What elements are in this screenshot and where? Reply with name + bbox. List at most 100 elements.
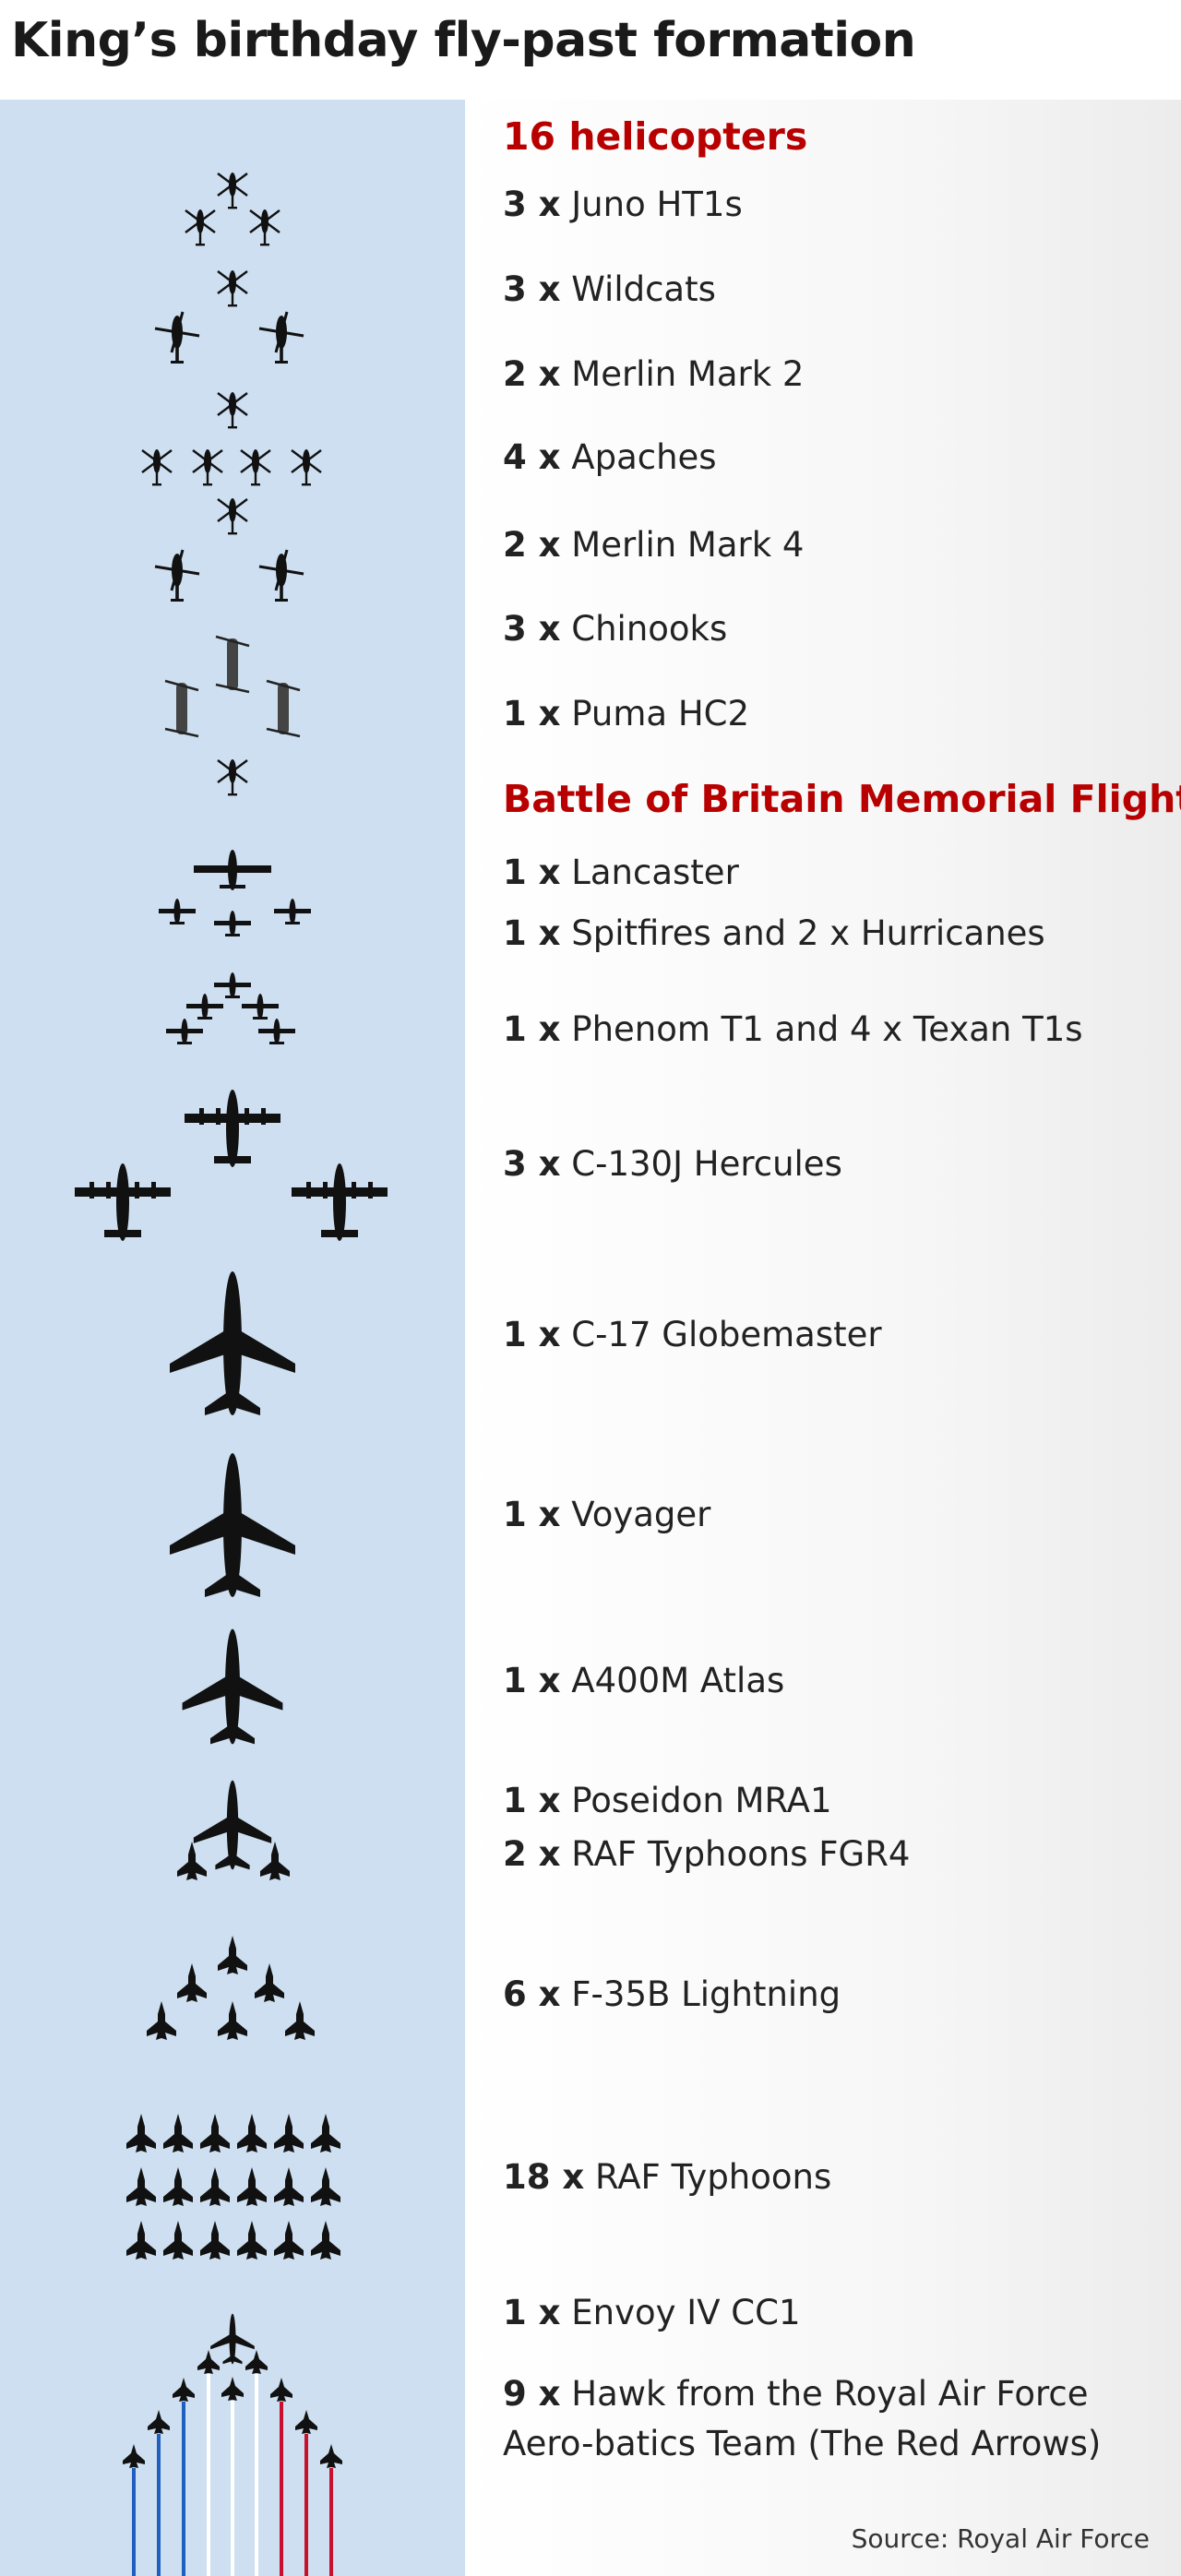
list-item: 3 x Juno HT1s xyxy=(503,183,743,227)
item-name: Lancaster xyxy=(571,853,739,892)
jet-airliner-icon xyxy=(170,1271,295,1415)
list-item: 1 x A400M Atlas xyxy=(503,1659,784,1703)
list-item: 1 x Poseidon MRA1 xyxy=(503,1779,832,1823)
jet-airliner-icon xyxy=(210,2313,255,2365)
item-count: 18 x xyxy=(503,2157,585,2197)
item-name: RAF Typhoons xyxy=(595,2157,832,2197)
jet-airliner-icon xyxy=(193,1780,272,1870)
item-count: 6 x xyxy=(503,1974,561,2014)
item-name: C-130J Hercules xyxy=(571,1144,842,1184)
item-name: Puma HC2 xyxy=(571,694,750,733)
list-item: 9 x Hawk from the Royal Air Force Aero-b… xyxy=(503,2369,1149,2468)
item-count: 2 x xyxy=(503,525,561,565)
helicopter-icon xyxy=(216,171,249,210)
chinook-icon xyxy=(163,679,200,738)
helicopter-icon xyxy=(290,447,323,487)
propeller-plane-icon xyxy=(274,899,311,924)
propeller-plane-icon xyxy=(159,899,196,924)
helicopter-icon xyxy=(140,447,173,487)
item-name: Spitfires and 2 x Hurricanes xyxy=(571,913,1045,953)
propeller-plane-icon xyxy=(242,994,279,1020)
item-name: Poseidon MRA1 xyxy=(571,1781,832,1820)
list-item: 1 x Envoy IV CC1 xyxy=(503,2291,800,2335)
list-item: 18 x RAF Typhoons xyxy=(503,2155,831,2200)
list-item: 3 x Chinooks xyxy=(503,607,727,651)
item-name: Chinooks xyxy=(571,609,728,649)
fighter-jet-icon xyxy=(285,2001,315,2040)
list-item: 1 x Phenom T1 and 4 x Texan T1s xyxy=(503,1008,1083,1052)
list-item: 2 x RAF Typhoons FGR4 xyxy=(503,1832,910,1877)
propeller-plane-icon xyxy=(185,1090,280,1167)
typhoon-grid xyxy=(126,2114,340,2260)
list-item: 2 x Merlin Mark 2 xyxy=(503,352,804,397)
item-count: 1 x xyxy=(503,913,561,953)
chinook-icon xyxy=(214,635,251,694)
helicopter-icon xyxy=(153,548,201,603)
item-name: Voyager xyxy=(571,1495,711,1534)
list-item: 1 x Lancaster xyxy=(503,851,739,895)
jet-airliner-icon xyxy=(170,1453,295,1597)
fighter-jet-icon xyxy=(218,2001,247,2040)
item-count: 2 x xyxy=(503,354,561,394)
item-name: Merlin Mark 2 xyxy=(571,354,805,394)
item-name: RAF Typhoons FGR4 xyxy=(571,1834,911,1874)
item-name: Wildcats xyxy=(571,269,716,309)
propeller-plane-icon xyxy=(75,1163,171,1241)
item-name: Hawk from the Royal Air Force Aero-batic… xyxy=(503,2374,1102,2463)
propeller-plane-icon xyxy=(292,1163,388,1241)
list-item: 1 x Spitfires and 2 x Hurricanes xyxy=(503,912,1045,956)
item-count: 1 x xyxy=(503,1495,561,1534)
page-title: King’s birthday fly-past formation xyxy=(11,13,916,68)
item-count: 2 x xyxy=(503,1834,561,1874)
item-count: 1 x xyxy=(503,853,561,892)
helicopter-icon xyxy=(248,208,281,247)
item-count: 1 x xyxy=(503,1315,561,1354)
aircraft-list-panel xyxy=(465,100,1181,2576)
helicopter-icon xyxy=(216,757,249,797)
item-name: F-35B Lightning xyxy=(571,1974,841,2014)
item-name: A400M Atlas xyxy=(571,1661,785,1700)
list-item: 1 x Voyager xyxy=(503,1493,710,1537)
list-item: 2 x Merlin Mark 4 xyxy=(503,523,804,567)
item-count: 1 x xyxy=(503,2293,561,2332)
fighter-jet-icon xyxy=(147,2001,176,2040)
heading-bbmf: Battle of Britain Memorial Flight xyxy=(503,777,1181,821)
helicopter-icon xyxy=(239,447,272,487)
list-item: 1 x C-17 Globemaster xyxy=(503,1313,882,1357)
propeller-plane-icon xyxy=(214,972,251,998)
item-name: C-17 Globemaster xyxy=(571,1315,882,1354)
helicopter-icon xyxy=(216,390,249,430)
item-count: 3 x xyxy=(503,269,561,309)
fighter-jet-icon xyxy=(177,1963,207,2002)
fighter-jet-icon xyxy=(260,1842,290,1880)
helicopter-icon xyxy=(257,310,305,365)
item-count: 3 x xyxy=(503,1144,561,1184)
item-count: 1 x xyxy=(503,1781,561,1820)
fighter-jet-icon xyxy=(255,1963,284,2002)
propeller-plane-icon xyxy=(186,994,223,1020)
list-item: 1 x Puma HC2 xyxy=(503,692,749,736)
propeller-plane-icon xyxy=(182,1628,283,1745)
formation-diagram xyxy=(75,171,388,2576)
list-item: 3 x Wildcats xyxy=(503,268,716,312)
smoke-trails xyxy=(132,2374,333,2576)
item-name: Envoy IV CC1 xyxy=(571,2293,801,2332)
fighter-jet-icon xyxy=(177,1842,207,1880)
helicopter-icon xyxy=(216,268,249,308)
item-name: Merlin Mark 4 xyxy=(571,525,805,565)
item-count: 1 x xyxy=(503,694,561,733)
item-count: 9 x xyxy=(503,2374,561,2414)
helicopter-icon xyxy=(184,208,217,247)
propeller-plane-icon xyxy=(194,850,271,890)
propeller-plane-icon xyxy=(214,911,251,936)
propeller-plane-icon xyxy=(258,1019,295,1044)
fighter-jet-icon xyxy=(218,1936,247,1974)
chinook-icon xyxy=(265,679,302,738)
helicopter-icon xyxy=(153,310,201,365)
helicopter-icon xyxy=(191,447,224,487)
item-name: Juno HT1s xyxy=(571,185,743,224)
list-item: 6 x F-35B Lightning xyxy=(503,1973,841,2017)
item-count: 1 x xyxy=(503,1661,561,1700)
item-count: 3 x xyxy=(503,609,561,649)
item-name: Phenom T1 and 4 x Texan T1s xyxy=(571,1009,1083,1049)
